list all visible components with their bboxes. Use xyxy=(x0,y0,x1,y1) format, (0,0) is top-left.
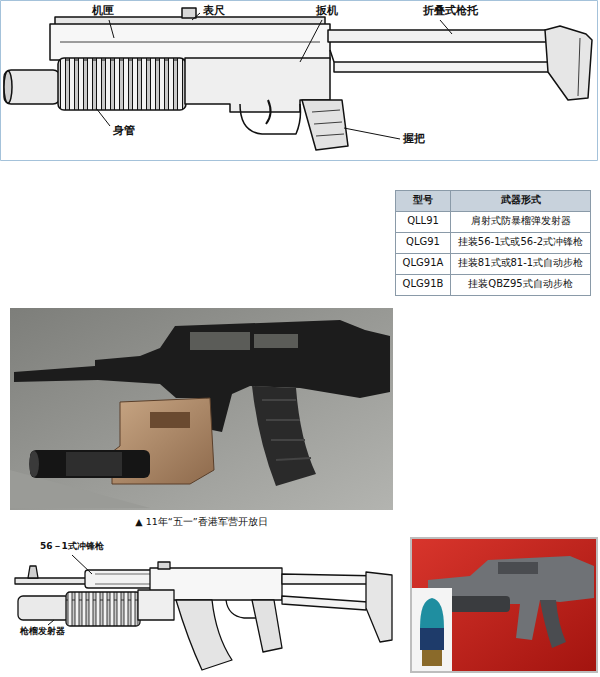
part-label: 扳机 xyxy=(316,4,338,17)
photo-rifle-launcher-part xyxy=(266,419,300,421)
launcher-drawing-part xyxy=(330,50,334,62)
launcher-drawing-part xyxy=(50,24,330,60)
photo-rifle-grenade-part xyxy=(422,650,442,666)
smg-launcher-drawing-part xyxy=(252,600,282,652)
launcher-drawing xyxy=(1,1,598,161)
launcher-drawing-part xyxy=(4,70,60,104)
table-header: 武器形式 xyxy=(451,194,590,206)
launcher-drawing-part xyxy=(300,20,322,62)
photo-rifle-grenade-part xyxy=(412,539,596,671)
part-label: 折叠式枪托 xyxy=(423,4,478,17)
launcher-drawing-part xyxy=(60,42,320,43)
smg-launcher-drawing-part xyxy=(85,570,160,588)
launcher-drawing-part xyxy=(192,13,200,20)
smg-launcher-drawing-part xyxy=(282,596,368,610)
photo-rifle-launcher-part xyxy=(252,386,316,486)
launcher-drawing-part xyxy=(578,38,580,96)
photo-rifle-launcher-part xyxy=(271,439,305,441)
photo-rifle-launcher-part xyxy=(150,412,190,428)
launcher-drawing-part xyxy=(314,122,342,124)
launcher-drawing-part xyxy=(316,134,344,136)
table-cell: 挂装81式或81-1式自动步枪 xyxy=(451,257,590,269)
launcher-drawing-part xyxy=(334,62,550,72)
photo-rifle-grenade-part xyxy=(420,628,444,650)
smg-launcher-drawing xyxy=(15,555,392,670)
photo-rifle-launcher-part xyxy=(262,399,296,401)
smg-launcher-drawing-part xyxy=(72,555,92,574)
photo-rifle-launcher-part xyxy=(254,334,298,348)
launcher-drawing-part xyxy=(4,71,12,103)
part-label: 身管 xyxy=(113,124,135,137)
table-grid xyxy=(396,191,591,296)
photo-rifle-launcher-part xyxy=(190,332,250,350)
photo-rifle-grenade-part xyxy=(540,600,566,648)
launcher-drawing-part xyxy=(109,20,114,38)
photo-rifle-launcher xyxy=(10,308,393,510)
table-cell: 肩射式防暴榴弹发射器 xyxy=(451,215,590,227)
launcher-drawing-part xyxy=(96,108,110,126)
photo-rifle-grenade-part xyxy=(428,556,594,640)
table-grid-part xyxy=(396,212,591,296)
smg-launcher-drawing-part xyxy=(158,562,170,569)
smg-launcher-drawing-part xyxy=(28,566,38,578)
table-cell: QLG91 xyxy=(396,236,450,248)
photo-rifle-launcher-part xyxy=(10,308,393,510)
part-label: 56－1式冲锋枪 xyxy=(40,541,104,552)
launcher-drawing-part xyxy=(344,128,400,139)
launcher-drawing-part xyxy=(1,1,598,161)
photo-rifle-launcher-part xyxy=(29,451,39,477)
table-grid-part xyxy=(396,253,591,254)
figure-caption: ▲ 11年“五一”香港军营开放日 xyxy=(10,516,393,527)
photo-rifle-launcher-part xyxy=(276,458,311,460)
launcher-drawing-part xyxy=(266,100,271,124)
table-cell: QLG91A xyxy=(396,257,450,269)
smg-launcher-drawing-part xyxy=(138,590,174,620)
table-cell: QLG91B xyxy=(396,278,450,290)
photo-rifle-grenade-part xyxy=(498,562,538,574)
table-grid-part xyxy=(396,191,591,212)
launcher-drawing-part xyxy=(58,58,186,110)
smg-launcher-drawing-part xyxy=(95,574,150,575)
photo-rifle-grenade-part xyxy=(412,588,452,671)
smg-launcher-drawing-part xyxy=(18,596,70,620)
photo-rifle-grenade-part xyxy=(420,598,444,628)
photo-rifle-grenade xyxy=(410,537,598,673)
photo-rifle-grenade-part xyxy=(410,537,598,673)
table-grid-part xyxy=(396,232,591,233)
launcher-drawing-part xyxy=(328,30,550,42)
table-header: 型号 xyxy=(396,194,450,206)
launcher-drawing-part xyxy=(440,20,452,34)
table-grid-part xyxy=(450,191,451,296)
smg-launcher-drawing-part xyxy=(366,572,392,642)
photo-rifle-launcher-part xyxy=(30,450,150,478)
launcher-drawing-part xyxy=(545,26,592,100)
part-label: 机匣 xyxy=(92,4,114,17)
photo-rifle-launcher-part xyxy=(66,452,122,476)
table-grid-part xyxy=(396,274,591,275)
smg-launcher-drawing-part xyxy=(48,620,54,625)
launcher-drawing-part xyxy=(302,100,348,150)
table-cell: 挂装56-1式或56-2式冲锋枪 xyxy=(451,236,590,248)
smg-launcher-drawing-part xyxy=(95,584,150,585)
launcher-drawing-part xyxy=(312,110,340,112)
smg-launcher-drawing-part xyxy=(176,600,232,670)
part-label: 握把 xyxy=(403,132,425,145)
table-cell: 挂装QBZ95式自动步枪 xyxy=(451,278,590,290)
part-label: 表尺 xyxy=(203,4,225,17)
smg-launcher-drawing-part xyxy=(66,592,140,626)
launcher-drawing-part xyxy=(182,8,196,18)
table-cell: QLL91 xyxy=(396,215,450,227)
part-label: 枪榴发射器 xyxy=(20,626,65,637)
